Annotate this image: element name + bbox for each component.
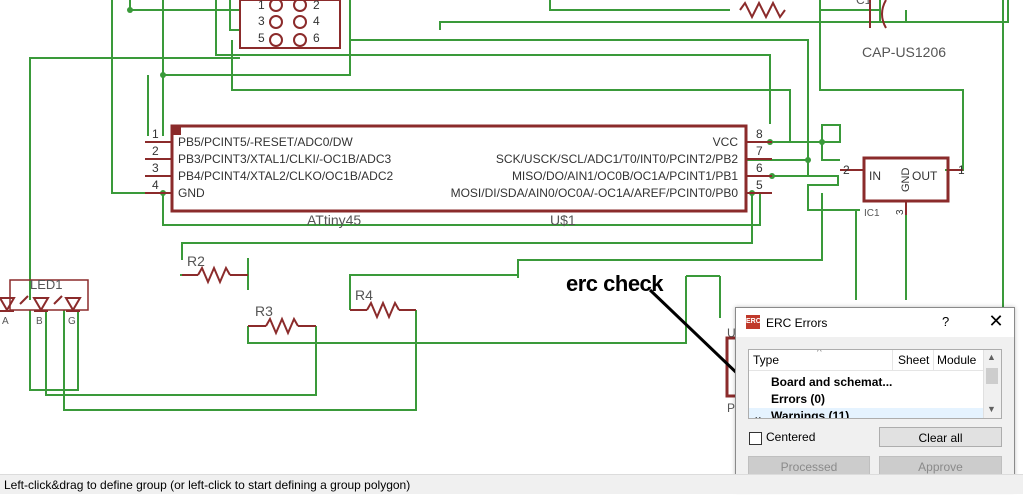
erc-check-annotation: erc check — [566, 271, 664, 296]
header-pin-4: 4 — [313, 14, 320, 28]
status-bar: Left-click&drag to define group (or left… — [0, 474, 1023, 494]
chip-pin-label-8: VCC — [713, 135, 739, 149]
vertical-scrollbar[interactable]: ▲ ▼ — [983, 350, 1001, 418]
centered-label: Centered — [766, 430, 816, 444]
resistor-r3-label: R3 — [255, 303, 273, 319]
column-module[interactable]: Module — [937, 353, 977, 367]
capacitor-value: CAP-US1206 — [862, 44, 946, 60]
chip-pin-label-5: MOSI/DI/SDA/AIN0/OC0A/-OC1A/AREF/PCINT0/… — [451, 186, 739, 200]
header-pin-2: 2 — [313, 0, 320, 12]
chip-ref: U$1 — [550, 212, 576, 228]
regulator-out-label: OUT — [912, 169, 938, 183]
chip-pin-num-4: 4 — [152, 178, 159, 192]
dialog-title-bar[interactable]: ERC ERC Errors ? ✕ — [736, 308, 1014, 337]
scroll-thumb[interactable] — [986, 368, 998, 384]
capacitor-c1[interactable]: C1 CAP-US1206 — [856, 0, 946, 60]
scroll-up-icon[interactable]: ▲ — [987, 352, 996, 362]
resistor-r4-label: R4 — [355, 287, 373, 303]
regulator-in-label: IN — [869, 169, 881, 183]
list-item[interactable]: Board and schemat... — [749, 374, 985, 390]
chip-pin-num-1: 1 — [152, 127, 159, 141]
header-pin-1: 1 — [258, 0, 265, 12]
help-button[interactable]: ? — [942, 314, 950, 329]
schematic-canvas[interactable]: 1 2 3 4 5 6 C1 CAP-US1206 1 2 3 4 — [0, 0, 1023, 474]
header-pin-6: 6 — [313, 31, 320, 45]
regulator-pin-gnd: 3 — [895, 209, 906, 215]
wire-net — [29, 0, 1009, 474]
close-button[interactable]: ✕ — [988, 311, 1004, 331]
resistor-r4[interactable]: R4 — [350, 287, 416, 320]
regulator-pin-out: 1 — [958, 163, 965, 177]
chip-pin-num-2: 2 — [152, 144, 159, 158]
chip-pin-num-7: 7 — [756, 144, 763, 158]
regulator-gnd-label: GND — [900, 168, 912, 193]
chip-pin-label-3: PB4/PCINT4/XTAL2/CLKO/OC1B/ADC2 — [178, 169, 394, 183]
wire-junctions — [127, 7, 825, 196]
sort-ascending-icon: ^ — [817, 349, 822, 358]
chip-pin-num-8: 8 — [756, 127, 763, 141]
dialog-title: ERC Errors — [766, 316, 828, 330]
chip-pin-num-3: 3 — [152, 161, 159, 175]
erc-app-icon: ERC — [746, 315, 761, 329]
chip-pin-label-1: PB5/PCINT5/-RESET/ADC0/DW — [178, 135, 353, 149]
processed-button[interactable]: Processed — [748, 456, 870, 476]
list-item-label: Errors (0) — [771, 392, 826, 406]
column-separator — [933, 350, 934, 370]
chevron-down-icon[interactable]: ⌄ — [753, 409, 764, 419]
clear-all-button[interactable]: Clear all — [879, 427, 1002, 447]
partial-ref-u: U — [727, 326, 736, 340]
list-item[interactable]: ⌄ Warnings (11) — [749, 408, 985, 419]
resistor-r2-label: R2 — [187, 253, 205, 269]
list-item-label: Warnings (11) — [771, 409, 850, 419]
chip-pin-label-4: GND — [178, 186, 205, 200]
rgb-led[interactable]: LED1 A B G — [0, 277, 89, 327]
led-pin-b: B — [36, 316, 43, 327]
chip-pin-num-6: 6 — [756, 161, 763, 175]
list-header: ^ Type Sheet Module — [749, 350, 985, 371]
led-pin-a: A — [2, 316, 9, 327]
header-pin-5: 5 — [258, 31, 265, 45]
column-sheet[interactable]: Sheet — [898, 353, 930, 367]
header-pin-3: 3 — [258, 14, 265, 28]
list-item-label: Board and schemat... — [771, 375, 893, 389]
resistor-r3[interactable]: R3 — [248, 303, 316, 336]
chip-pin-num-5: 5 — [756, 178, 763, 192]
resistor-r2[interactable]: R2 — [182, 253, 248, 285]
list-item[interactable]: Errors (0) — [749, 391, 985, 407]
led-pin-g: G — [68, 316, 76, 327]
capacitor-ref: C1 — [856, 0, 872, 7]
led-ref: LED1 — [30, 277, 63, 292]
regulator-ic1[interactable]: IN OUT GND 2 1 3 IC1 — [840, 156, 965, 219]
regulator-ref: IC1 — [864, 208, 880, 219]
partial-ref-p: P — [727, 401, 735, 415]
column-separator — [892, 350, 893, 370]
regulator-pin-in: 2 — [843, 163, 850, 177]
attiny45-chip[interactable]: 1 2 3 4 PB5/PCINT5/-RESET/ADC0/DW PB3/PC… — [145, 124, 772, 228]
approve-button[interactable]: Approve — [879, 456, 1002, 476]
chip-pin-label-6: MISO/DO/AIN1/OC0B/OC1A/PCINT1/PB1 — [512, 169, 738, 183]
chip-pin-label-7: SCK/USCK/SCL/ADC1/T0/INT0/PCINT2/PB2 — [496, 152, 738, 166]
centered-checkbox[interactable] — [749, 432, 762, 445]
column-type[interactable]: Type — [753, 353, 780, 367]
erc-errors-dialog[interactable]: ERC ERC Errors ? ✕ ^ Type Sheet Module B… — [735, 307, 1015, 491]
chip-pin-label-2: PB3/PCINT3/XTAL1/CLKI/-OC1B/ADC3 — [178, 152, 392, 166]
erc-results-list[interactable]: ^ Type Sheet Module Board and schemat...… — [748, 349, 1002, 419]
scroll-down-icon[interactable]: ▼ — [987, 404, 996, 414]
header-connector[interactable]: 1 2 3 4 5 6 — [239, 0, 341, 49]
resistor-top[interactable] — [739, 0, 786, 20]
chip-name: ATtiny45 — [307, 212, 361, 228]
